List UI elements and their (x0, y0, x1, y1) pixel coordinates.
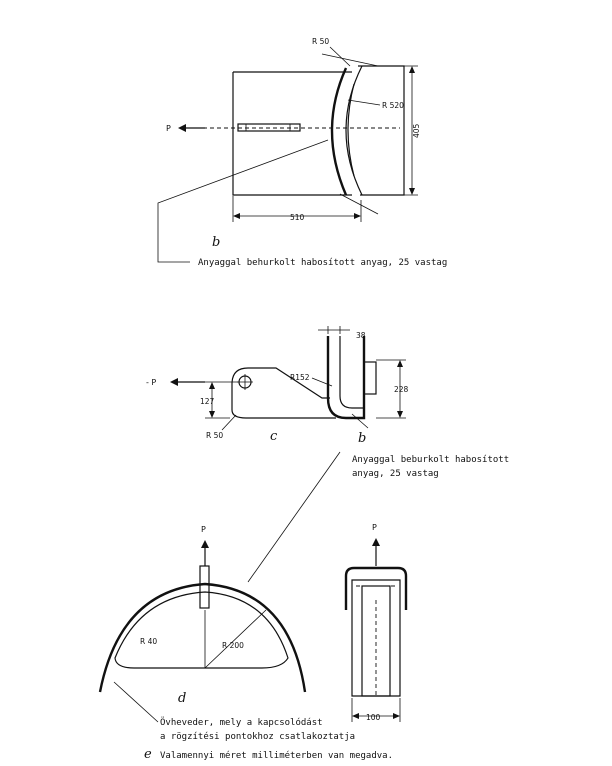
pad-c (326, 336, 366, 420)
r50-label: R 50 (312, 37, 329, 46)
r40-label: R 40 (140, 637, 157, 646)
letter-d: d (178, 691, 186, 706)
figure-d: P R 40 R 200 d Övheveder, mely a kapcsol… (98, 523, 408, 762)
note-b-c-line1: Anyaggal beburkolt habosított (352, 455, 509, 465)
figure-c: 38 R152 228 127 - P R 50 c b Anyaggal be… (146, 326, 509, 583)
force-label: P (166, 124, 171, 133)
thickness-dim-line (318, 326, 350, 334)
note-d-line1: Övheveder, mely a kapcsolódást (160, 717, 323, 728)
leader-b-c (247, 451, 341, 583)
pad-mid-curve (347, 83, 355, 177)
height-dim-label-c: 228 (394, 385, 409, 394)
width-dim-label: 510 (290, 213, 305, 222)
letter-c: c (270, 429, 278, 444)
bolt (237, 123, 301, 132)
width-dim-line (232, 196, 362, 222)
height-dim-line (404, 65, 418, 196)
r152-label: R152 (290, 373, 310, 382)
front-view-right: P 100 (344, 523, 408, 722)
bracket-lower (231, 409, 336, 419)
letter-b-a: b (212, 235, 220, 250)
bracket-upper (231, 367, 330, 410)
pad-outer-curve (330, 67, 348, 196)
pin-height-dim-line (205, 381, 238, 419)
thickness-dim-label: 38 (356, 331, 366, 340)
height-dim-line-c (376, 359, 406, 419)
arrow-up-icon (372, 538, 380, 546)
force-label-d: P (201, 525, 206, 534)
r520-label: R 520 (382, 101, 404, 110)
leader-d (113, 681, 159, 723)
r200-label: R 200 (222, 641, 244, 650)
pad-block-c (363, 361, 377, 395)
figure-a: P R 50 R 520 405 510 b Anyaggal behurkol… (157, 37, 447, 268)
force-label-d-right: P (372, 523, 377, 532)
height-dim-label: 405 (412, 123, 421, 138)
pad-inner-curve (345, 65, 363, 196)
right-box (358, 65, 405, 196)
center-strap (199, 565, 210, 609)
block-outline (232, 71, 352, 196)
note-b-c-line2: anyag, 25 vastag (352, 469, 439, 479)
width-dim-label-d: 100 (366, 713, 381, 722)
note-b-a: Anyaggal behurkolt habosított anyag, 25 … (198, 258, 447, 268)
force-arrow-c: - P (146, 378, 205, 387)
arrow-left-icon (170, 378, 178, 386)
strap-loop (344, 566, 408, 610)
width-dim-line-d (351, 698, 401, 722)
arch-outer (98, 582, 307, 693)
force-label-c: - P (146, 378, 156, 387)
letter-b-c: b (358, 431, 366, 446)
radius-lines (204, 609, 267, 669)
lower-diagonal (339, 193, 379, 215)
pin-height-label: 127 (200, 397, 215, 406)
force-arrow-a: P (166, 124, 205, 133)
note-e: Valamennyi méret milliméterben van megad… (160, 750, 393, 761)
leader-r50 (321, 53, 379, 67)
arch-pad (114, 591, 289, 669)
letter-e: e (144, 747, 152, 762)
arrow-up-icon (201, 540, 209, 548)
corner-radius-label: R 50 (206, 431, 223, 440)
arrow-left-icon (178, 124, 186, 132)
note-d-line2: a rögzítési pontokhoz csatlakoztatja (160, 731, 355, 742)
leader-b (157, 139, 329, 263)
force-arrow-d: P (201, 525, 209, 566)
